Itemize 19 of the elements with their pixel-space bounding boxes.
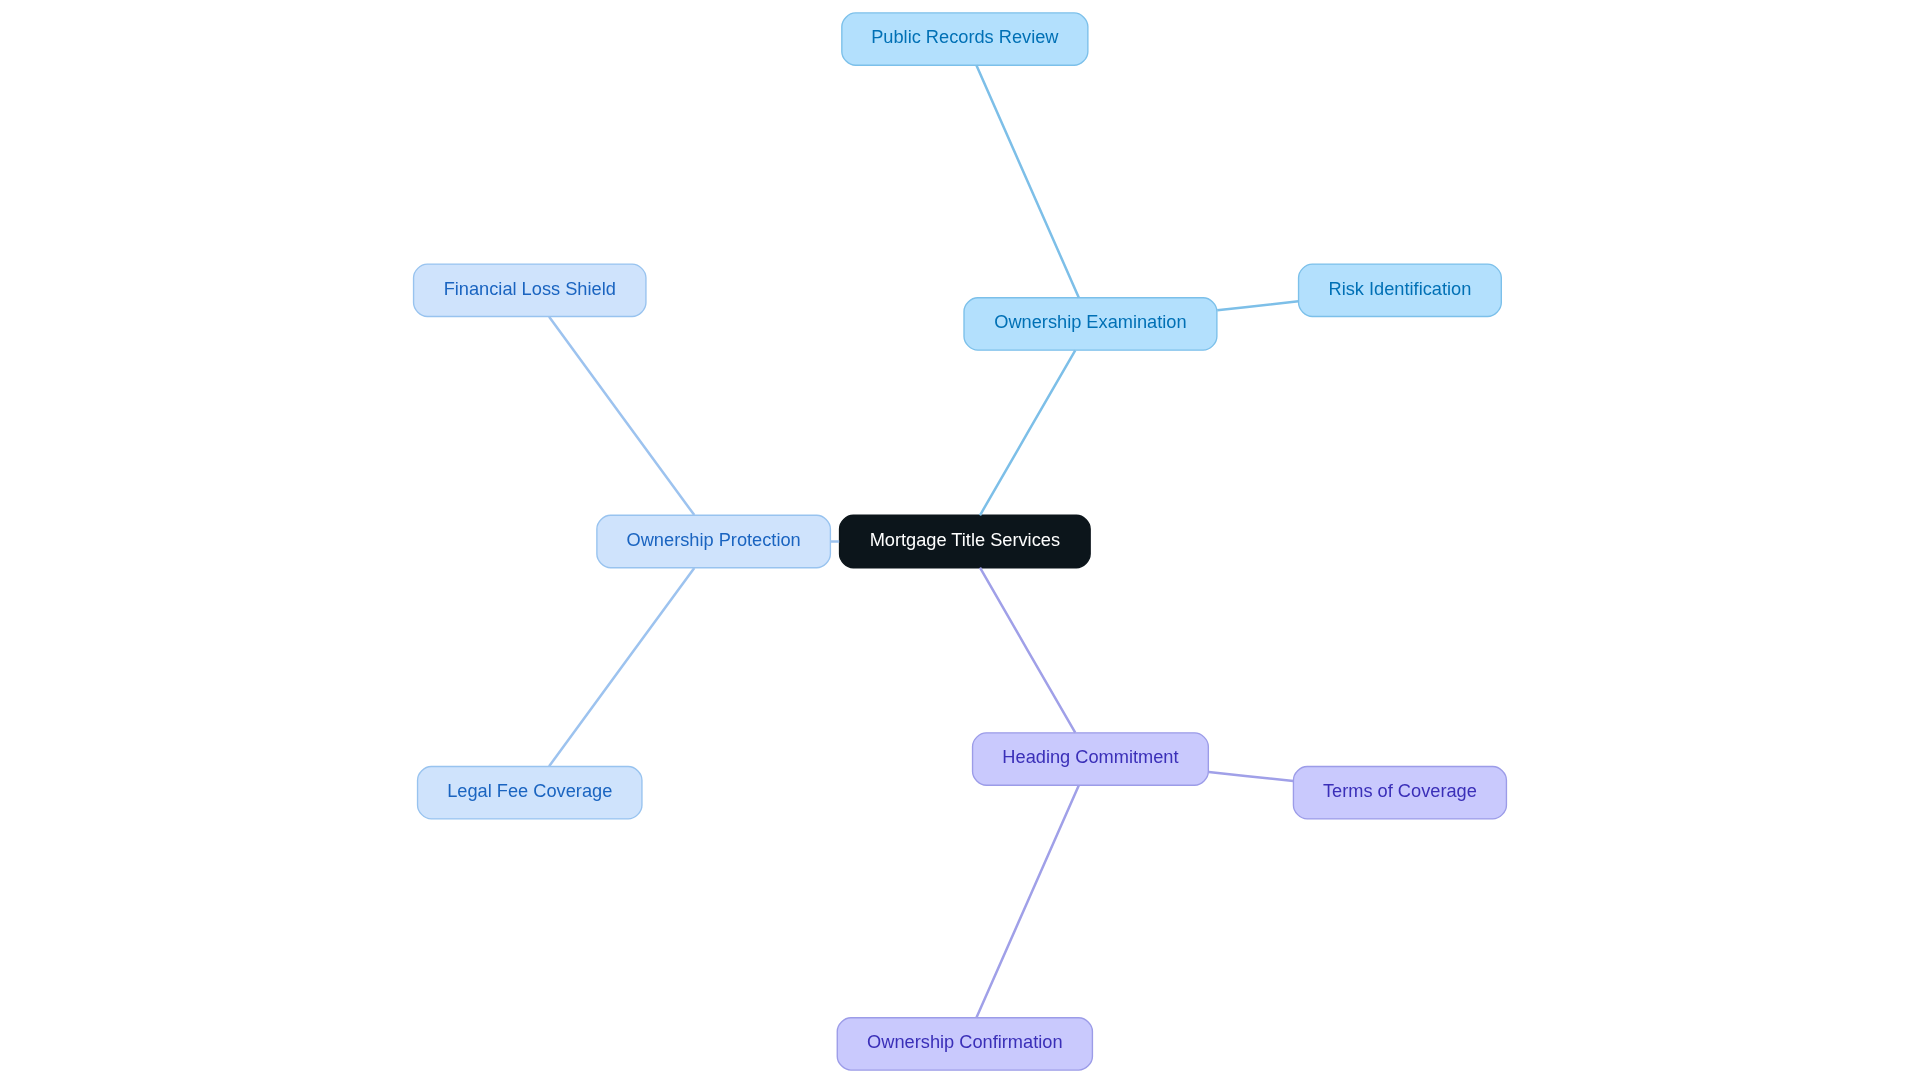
node-box: Ownership Protection: [596, 514, 832, 569]
connector: [975, 64, 1080, 299]
node-box: Legal Fee Coverage: [416, 765, 643, 820]
node-box: Terms of Coverage: [1292, 765, 1508, 820]
node-box: Ownership Confirmation: [836, 1017, 1094, 1071]
node-box: Mortgage Title Services: [838, 514, 1091, 569]
connector: [1208, 770, 1294, 783]
connector: [978, 567, 1077, 734]
node-box: Risk Identification: [1297, 263, 1502, 318]
connector: [830, 540, 840, 543]
connector: [548, 567, 696, 767]
node-box: Financial Loss Shield: [412, 263, 647, 318]
connector: [1217, 300, 1299, 312]
node-box: Heading Commitment: [971, 732, 1210, 786]
node-box: Public Records Review: [841, 12, 1089, 66]
connector: [548, 316, 696, 516]
connector: [975, 784, 1080, 1019]
node-box: Ownership Examination: [963, 297, 1218, 351]
connector: [978, 349, 1077, 516]
